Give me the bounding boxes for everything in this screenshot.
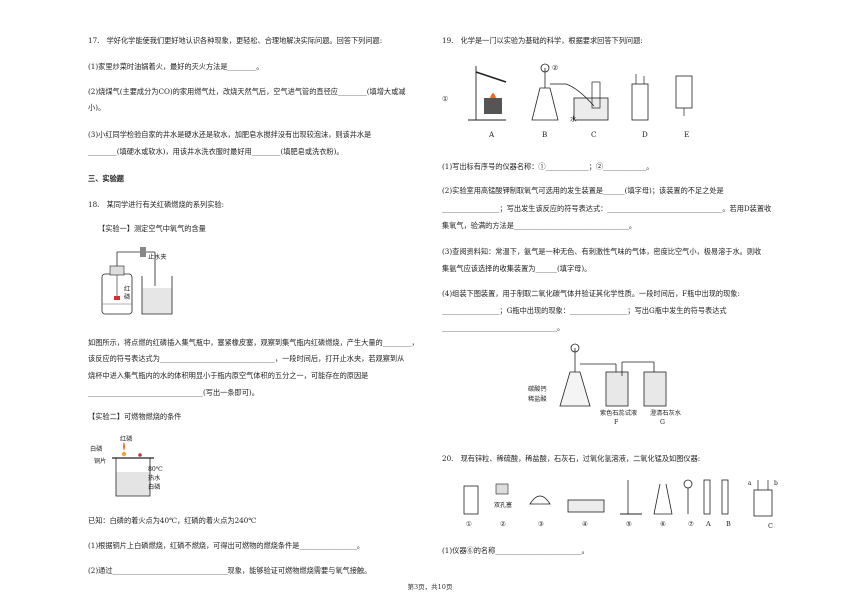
- label-E: E: [684, 130, 690, 139]
- fig2-white-label: 白磷: [90, 446, 103, 453]
- fig2-cu-label: 铜片: [94, 458, 107, 465]
- q20-s1: (1)仪器⑥的名称________________________。: [442, 546, 589, 555]
- q19-stem: 19. 化学是一门以实验为基础的科学，根据要求回答下列问题:: [442, 36, 643, 45]
- q20-label-C: C: [768, 522, 773, 530]
- q19-s2a: (2)实验室用高锰酸钾制取氧气可选用的发生装置是______(填字母)；该装置的…: [442, 186, 724, 195]
- q20-b-label: b: [774, 480, 778, 487]
- q17-stem: 17. 学好化学能使我们更好地认识各种现象，更轻松、合理地解决实际问题。回答下列…: [88, 36, 383, 45]
- q20-num-6: ⑥: [660, 520, 666, 528]
- q20-num-5: ⑤: [626, 520, 632, 528]
- q19-mark-1: ①: [442, 95, 449, 103]
- q19-s2c: 集氧气，验满的方法是______________________________…: [442, 221, 637, 230]
- q17-s2b: 小)。: [88, 103, 106, 112]
- q19-s4b: ________________；G瓶中出现的现象：______________…: [442, 306, 727, 315]
- q17-s3b: ________(填硬水或软水)，用该井水洗衣服时最好用________(填肥皂…: [88, 147, 344, 156]
- q19-apparatus-figure: [468, 63, 693, 121]
- label-B: B: [542, 130, 548, 139]
- fig2-white2-label: 白磷: [148, 484, 161, 491]
- exp2-apparatus-figure: [112, 442, 154, 497]
- q18-p2: 该反应的符号表达式为______________________________…: [88, 354, 405, 363]
- q20-label-B: B: [726, 520, 731, 528]
- section-title: 三、实验题: [88, 174, 124, 183]
- co2-fig-a-label: 碳酸钙: [528, 386, 547, 393]
- q19-s2b: ________________；写出发生该反应的符号表达式：_________…: [442, 204, 772, 213]
- q20-label-A: A: [706, 520, 711, 528]
- label-A: A: [489, 130, 495, 139]
- fig1-clip-label: 止水夹: [148, 254, 167, 261]
- q19-s4a: (4)组装下图装置，用于制取二氧化碳气体并验证其化学性质。一段时间后，F瓶中出现…: [442, 289, 740, 298]
- q18-exp2-title: 【实验二】可燃物燃烧的条件: [88, 412, 182, 421]
- q20-num-3: ③: [538, 520, 544, 528]
- q20-instruments-figure: [463, 479, 773, 517]
- q20-num-4: ④: [582, 520, 588, 528]
- q18-s1: (1)根据铜片上白磷燃烧，红磷不燃烧，可得出可燃物的燃烧条件是_________…: [88, 541, 365, 550]
- q20-num-1: ①: [466, 520, 472, 528]
- co2-apparatus-figure: [559, 343, 667, 407]
- q18-stem: 18. 某同学进行有关红磷燃烧的系列实验:: [88, 200, 225, 209]
- co2-fig-d-label: 澄清石灰水: [650, 410, 681, 417]
- q20-a-label: a: [748, 480, 752, 487]
- q20-stem: 20. 现有锌粒、稀硫酸，稀盐酸，石灰石，过氧化氢溶液，二氧化锰及如图仪器:: [442, 454, 701, 463]
- q18-exp1-title: 【实验一】测定空气中氧气的含量: [98, 224, 206, 233]
- q18-p1: 如图所示，将点燃的红磷插入集气瓶中，塞紧橡皮塞，观察到集气瓶内红磷燃烧，产生大量…: [88, 338, 419, 347]
- q19-s3b: 集氨气应该选择的收集装置为______(填字母)。: [442, 264, 592, 273]
- label-D: D: [642, 130, 648, 139]
- q19-water-label: 水: [570, 115, 577, 123]
- q19-mark-2: ②: [552, 64, 559, 72]
- q18-s2: (2)通过________________________________现象，…: [88, 566, 372, 575]
- q19-s4c: ________________________________。: [442, 323, 565, 332]
- fig2-red-label: 红磷: [120, 436, 133, 443]
- fig1-phos-label: 红: [124, 286, 131, 293]
- page-footer: 第3页，共10页: [407, 583, 453, 591]
- q18-known: 已知：白磷的着火点为40℃，红磷的着火点为240℃: [88, 516, 257, 525]
- q20-num-7: ⑦: [688, 520, 694, 528]
- q17-s1: (1)家里炒菜时油锅着火，最好的灭火方法是________。: [88, 62, 264, 71]
- q19-s3a: (3)查阅资料知：常温下，氨气是一种无色、有刺激性气味的气体，密度比空气小，极易…: [442, 247, 762, 256]
- co2-fig-F-label: F: [614, 419, 619, 426]
- co2-fig-c-label: 紫色石蕊试液: [600, 410, 638, 417]
- fig2-hot-label: 热水: [148, 475, 161, 482]
- q20-plug-label: 双孔塞: [494, 502, 513, 509]
- q19-s1: (1)写出标有序号的仪器名称：①____________；②__________…: [442, 162, 654, 171]
- q18-p3: 烧杯中进入集气瓶内的水的体积明显小于瓶内原空气体积的五分之一，可能存在的原因是: [88, 371, 369, 380]
- fig1-phos-label-2: 磷: [124, 294, 131, 301]
- exp1-apparatus-figure: [101, 247, 173, 315]
- label-C: C: [591, 130, 597, 139]
- q17-s3a: (3)小红同学检验自家的井水是硬水还是软水，加肥皂水搅拌没有出现较泡沫，则该井水…: [88, 130, 372, 139]
- co2-fig-b-label: 稀盐酸: [528, 396, 547, 403]
- q17-s2a: (2)烧煤气(主要成分为CO)的家用燃气灶，改烧天然气后，空气进气管的直径应__…: [88, 87, 406, 96]
- co2-fig-G-label: G: [660, 419, 665, 426]
- q18-p4: ________________________________(写出一条即可)…: [88, 388, 259, 397]
- fig2-temp-label: 80℃: [148, 466, 163, 473]
- q20-num-2: ②: [500, 520, 506, 528]
